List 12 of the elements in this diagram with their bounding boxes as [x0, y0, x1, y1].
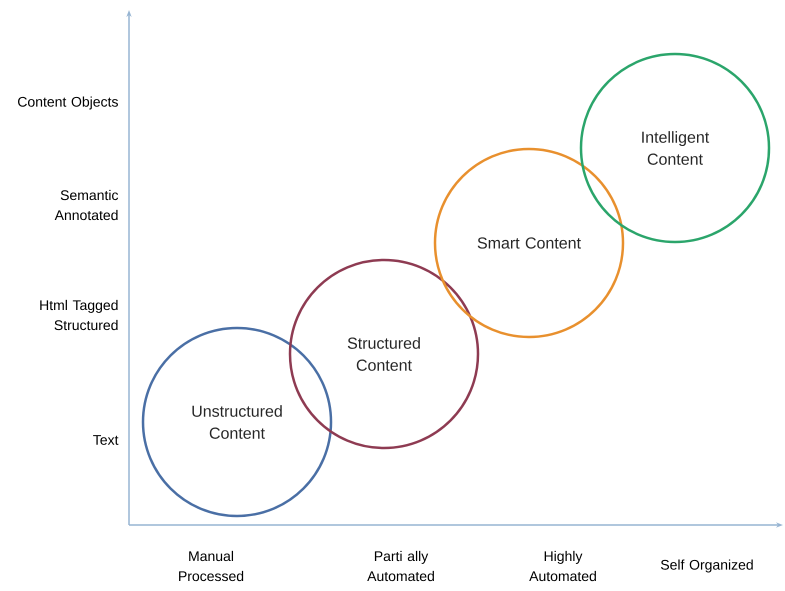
circle-node: Smart Content: [434, 148, 624, 338]
axis-label: Manual Processed: [179, 550, 244, 582]
axis-label: Self Organized: [660, 559, 753, 573]
axis-label: Parti ally Automated: [367, 550, 434, 582]
axis-label: Html Tagged Structured: [40, 300, 118, 330]
axis-label: Semantic Annotated: [54, 190, 118, 220]
circle-node: Structured Content: [288, 258, 480, 450]
circle-node: Unstructured Content: [142, 326, 332, 518]
circle-node: Intelligent Content: [580, 52, 770, 244]
axis-label: Content Objects: [18, 96, 118, 110]
axis-label: Text: [93, 435, 118, 445]
axis-label: Highly Automated: [529, 550, 596, 582]
